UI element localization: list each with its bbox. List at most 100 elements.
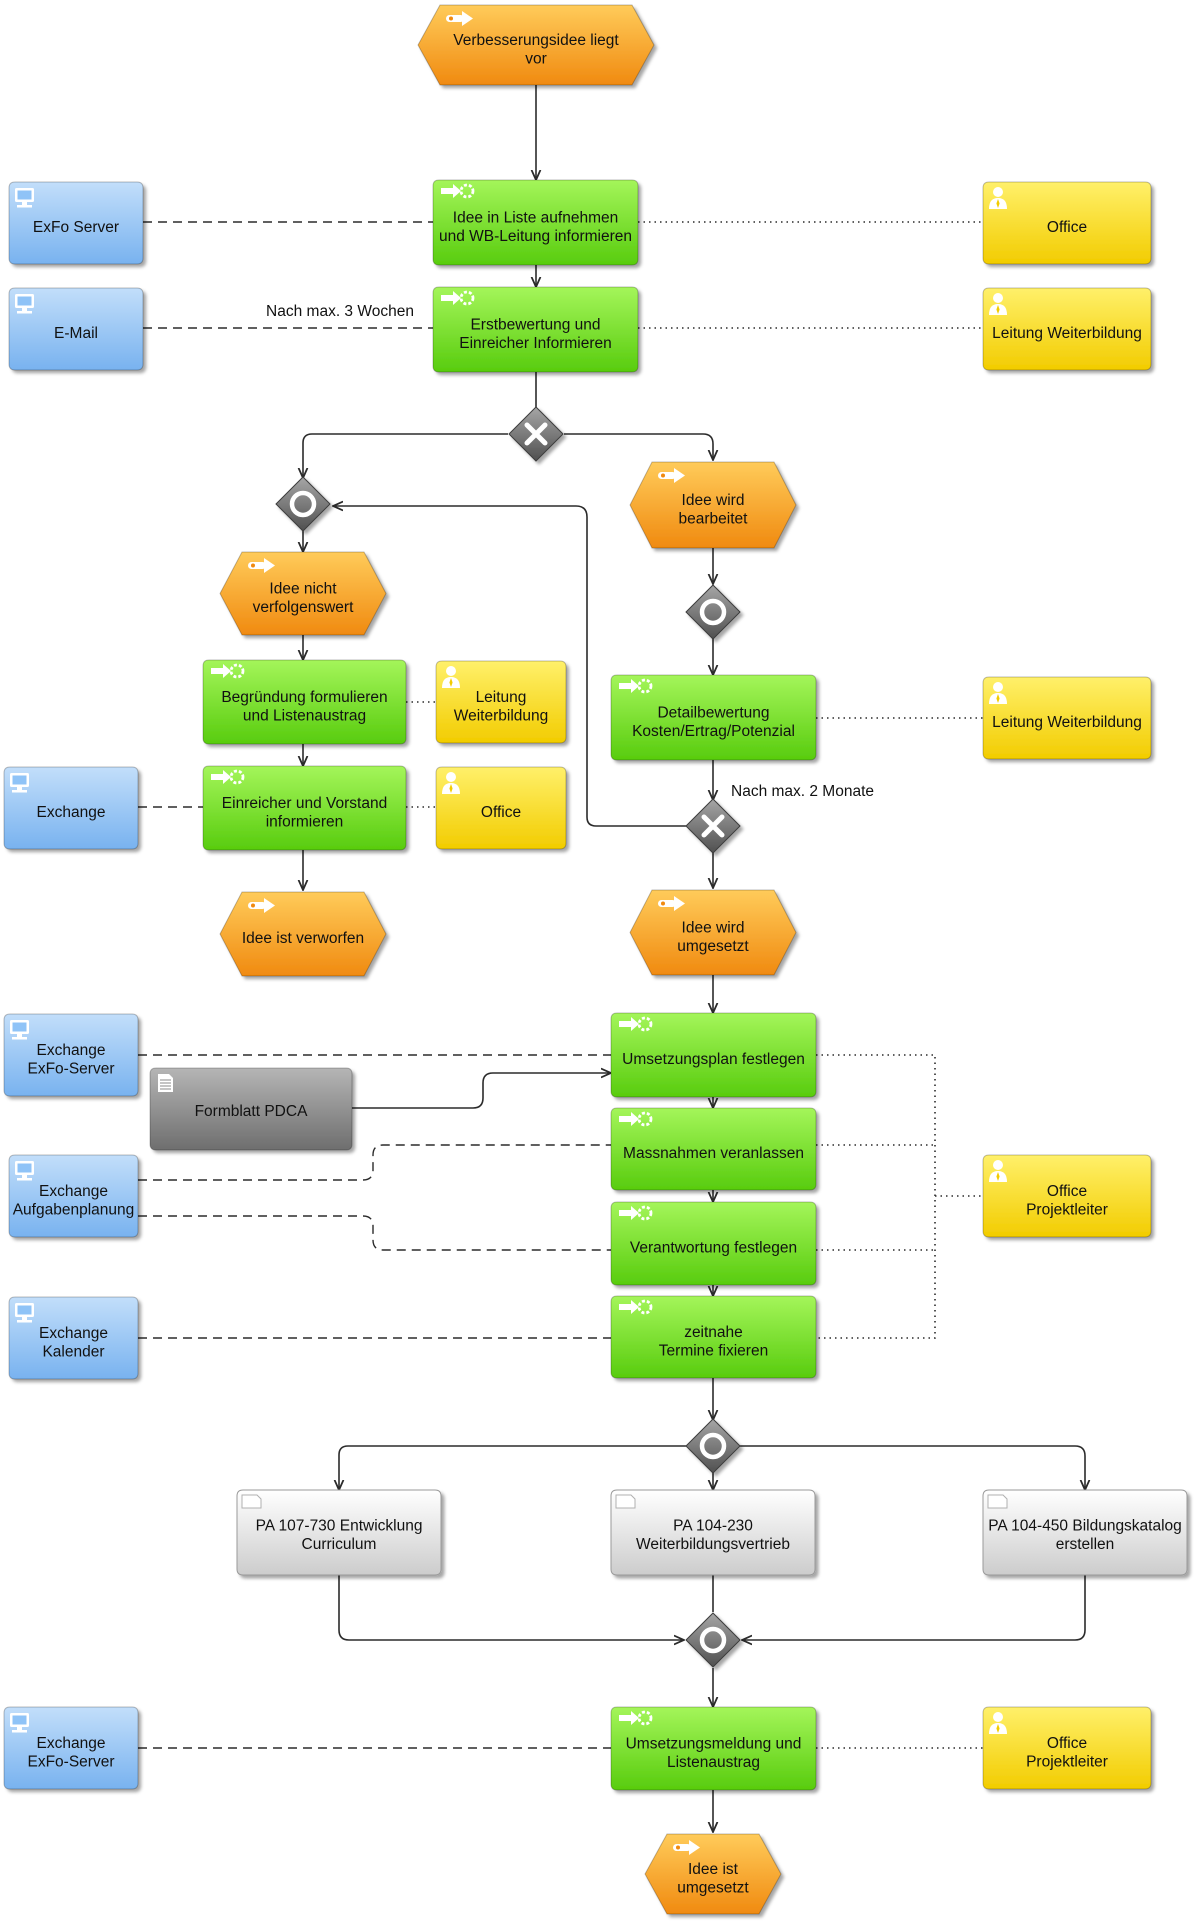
node-text-line: umgesetzt xyxy=(677,1879,749,1896)
node-text-line: Office xyxy=(1047,1735,1087,1752)
function-icon xyxy=(619,1016,653,1032)
role-icon xyxy=(442,666,460,688)
node-text-line: Einreicher Informieren xyxy=(459,335,611,352)
role-icon xyxy=(989,1712,1007,1734)
node-text-line: Idee ist xyxy=(688,1861,739,1878)
xor-decision-gateway xyxy=(685,798,741,854)
function-icon xyxy=(211,663,245,679)
flow-curriculum-to-and xyxy=(338,1575,684,1640)
node-text-line: Einreicher und Vorstand xyxy=(222,795,387,812)
role-icon xyxy=(442,772,460,794)
node-text-line: bearbeitet xyxy=(679,510,749,527)
system-icon xyxy=(15,1303,34,1323)
system-icon xyxy=(15,294,34,314)
function-icon xyxy=(619,678,653,694)
event-icon xyxy=(446,11,473,26)
node-text-line: E-Mail xyxy=(54,325,98,342)
system-icon xyxy=(10,773,29,793)
node-text-line: Kalender xyxy=(42,1343,104,1360)
node-text-line: Idee in Liste aufnehmen xyxy=(453,209,618,226)
label-two-months: Nach max. 2 Monate xyxy=(731,783,874,800)
role-office-1: Office xyxy=(982,181,1152,265)
node-text-line: PA 104-450 Bildungskatalog xyxy=(988,1517,1182,1534)
function-icon xyxy=(619,1710,653,1726)
role-head-3: Leitung Weiterbildung xyxy=(982,676,1152,760)
function-icon xyxy=(619,1111,653,1127)
node-text-line: Kosten/Ertrag/Potenzial xyxy=(632,723,795,740)
node-text-line: Umsetzungsmeldung und xyxy=(626,1735,802,1752)
node-text-line: Exchange xyxy=(39,1183,108,1200)
node-text-line: Exchange xyxy=(37,1042,106,1059)
or-gateway-detail xyxy=(685,584,741,640)
node-text-line: PA 104-230 xyxy=(673,1517,753,1534)
node-text-line: Detailbewertung xyxy=(657,704,769,721)
flow-pdca-to-plan xyxy=(352,1073,611,1109)
flow-and-to-curriculum xyxy=(339,1445,686,1490)
node-text-line: Verbesserungsidee liegt xyxy=(453,32,619,49)
event-icon xyxy=(673,1840,700,1855)
and-split-gateway xyxy=(685,1418,741,1474)
role-office-2: Office xyxy=(435,766,567,850)
node-text-line: ExFo Server xyxy=(33,219,119,236)
node-text-line: Curriculum xyxy=(302,1536,377,1553)
node-text-line: ExFo-Server xyxy=(28,1753,115,1770)
and-join-gateway xyxy=(685,1612,741,1668)
node-text-line: Formblatt PDCA xyxy=(195,1103,308,1120)
node-text-line: Office xyxy=(481,804,521,821)
event-icon xyxy=(658,468,685,483)
role-icon xyxy=(989,293,1007,315)
link-tasks-measures xyxy=(138,1144,611,1181)
system-icon xyxy=(10,1020,29,1040)
node-text-line: Leitung Weiterbildung xyxy=(992,325,1142,342)
function-icon xyxy=(441,183,475,199)
system-email: E-Mail xyxy=(8,287,144,371)
xor-gateway-icon xyxy=(701,814,725,838)
process-icon xyxy=(241,1494,262,1509)
node-text-line: Exchange xyxy=(37,804,106,821)
node-text-line: Leitung Weiterbildung xyxy=(992,714,1142,731)
node-text-line: und Listenaustrag xyxy=(243,707,366,724)
role-icon xyxy=(989,682,1007,704)
node-text-line: Office xyxy=(1047,1183,1087,1200)
node-text-line: Idee nicht xyxy=(269,580,337,597)
event-icon xyxy=(658,896,685,911)
system-icon xyxy=(10,1713,29,1733)
process-icon xyxy=(987,1494,1008,1509)
or-gateway-icon xyxy=(289,490,317,518)
event-icon xyxy=(248,898,275,913)
node-text-line: Weiterbildung xyxy=(454,707,549,724)
node-text-line: Termine fixieren xyxy=(659,1342,768,1359)
event-icon xyxy=(248,558,275,573)
node-text-line: und WB-Leitung informieren xyxy=(439,228,632,245)
function-measures: Massnahmen veranlassen xyxy=(610,1107,817,1191)
xor-split-gateway xyxy=(508,406,564,462)
function-icon xyxy=(441,290,475,306)
node-text-line: Weiterbildungsvertrieb xyxy=(636,1536,790,1553)
node-text-line: PA 107-730 Entwicklung xyxy=(256,1517,423,1534)
function-icon xyxy=(619,1205,653,1221)
label-three-weeks: Nach max. 3 Wochen xyxy=(266,303,414,320)
node-text-line: umgesetzt xyxy=(677,938,749,955)
node-text-line: Projektleiter xyxy=(1026,1201,1108,1218)
flow-catalog-to-and xyxy=(742,1575,1086,1640)
flow-and-to-catalog xyxy=(740,1445,1085,1490)
function-record-idea: Idee in Liste aufnehmen und WB-Leitung in… xyxy=(432,179,639,266)
node-text-line: Massnahmen veranlassen xyxy=(623,1145,804,1162)
node-text-line: informieren xyxy=(266,813,344,830)
